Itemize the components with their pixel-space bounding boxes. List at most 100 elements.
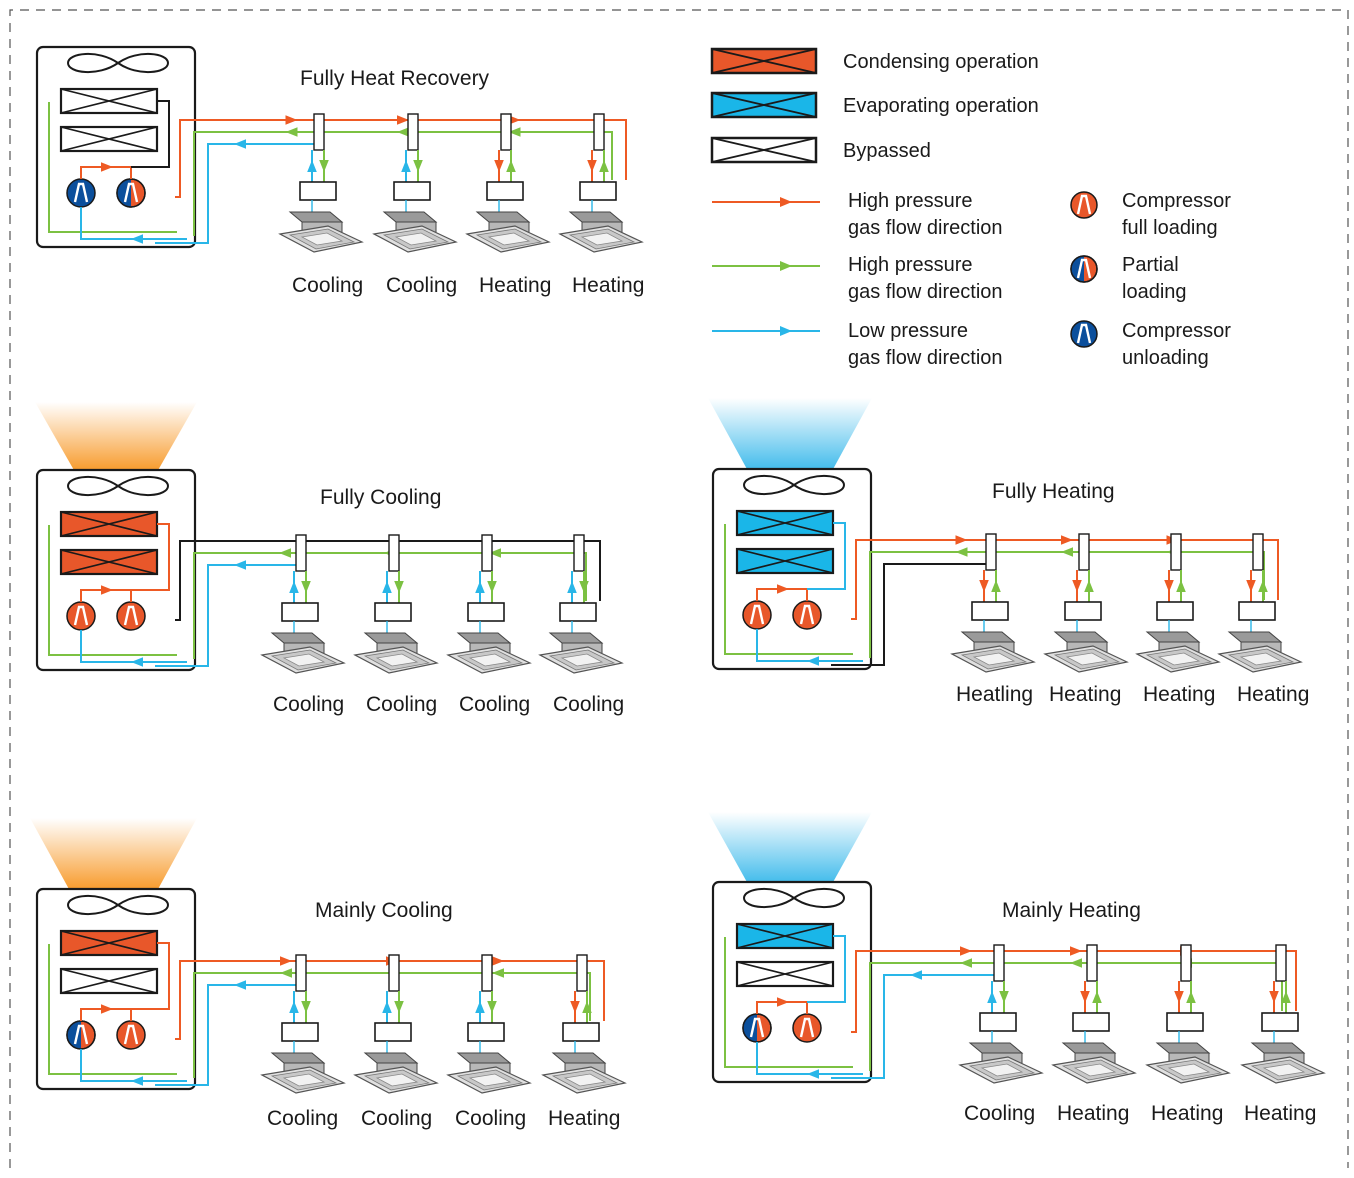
mode-title: Mainly Heating — [1002, 899, 1141, 922]
heat-rejection-glow — [35, 402, 197, 472]
flow-arrow — [394, 581, 404, 593]
unit-label-3: Heating — [1143, 683, 1215, 706]
flow-arrow — [382, 1001, 392, 1013]
indoor-unit-4 — [558, 113, 644, 253]
branch-selector-box — [1180, 944, 1192, 982]
flow-arrow — [777, 997, 789, 1007]
flow-arrow — [475, 581, 485, 593]
unit-label-3: Cooling — [455, 1107, 526, 1130]
flow-arrow — [1070, 958, 1082, 968]
cassette-center — [487, 232, 531, 246]
legend-flow-1-line1: High pressure — [848, 190, 973, 212]
coil-cross — [736, 548, 834, 574]
branch-selector-box — [295, 954, 307, 992]
unit-label-1: Cooling — [273, 693, 344, 716]
flow-arrow — [1061, 547, 1073, 557]
indoor-unit-4 — [538, 534, 624, 674]
high-pressure-gas-pipe — [851, 950, 1297, 1033]
flow-arrow — [394, 1001, 404, 1013]
indoor-control-box — [579, 181, 617, 201]
flow-arrow — [1258, 580, 1268, 592]
indoor-cassette-icon — [558, 211, 644, 253]
unit-label-1: Cooling — [267, 1107, 338, 1130]
flow-arrow — [960, 958, 972, 968]
internal-liquid-line — [48, 944, 177, 1075]
cassette-top — [1053, 631, 1109, 643]
flow-arrow — [307, 160, 317, 172]
indoor-unit-4 — [1240, 944, 1326, 1084]
cassette-center — [375, 1073, 419, 1087]
coil-bypassed — [735, 960, 835, 988]
internal-suction-line — [80, 207, 187, 240]
compressor-off-icon — [1070, 320, 1098, 348]
compressor-full-icon — [116, 1020, 146, 1050]
cassette-center — [468, 653, 512, 667]
indoor-unit-1 — [950, 533, 1036, 673]
compressor-full-icon — [742, 600, 772, 630]
branch-selector-box — [481, 954, 493, 992]
branch-selector-box — [295, 534, 307, 572]
legend-bypassed-label: Bypassed — [843, 140, 931, 162]
legend-compressor-off-line2: unloading — [1122, 347, 1209, 369]
coil-bypassed — [59, 967, 159, 995]
indoor-unit-2 — [1043, 533, 1129, 673]
indoor-cassette-icon — [1135, 631, 1221, 673]
cassette-center — [468, 1073, 512, 1087]
compressor-partial-icon — [66, 1020, 96, 1050]
branch-selector-box — [985, 533, 997, 571]
legend-evaporating: Evaporating operation — [710, 91, 1039, 119]
indoor-cassette-icon — [958, 1042, 1044, 1084]
flow-arrow — [599, 160, 609, 172]
indoor-control-box — [1166, 1012, 1204, 1032]
indoor-cassette-icon — [538, 632, 624, 674]
dashed-frame — [9, 9, 1349, 1168]
cassette-top — [1145, 631, 1201, 643]
internal-suction-line — [756, 1042, 863, 1075]
branch-selector-box — [407, 113, 419, 151]
indoor-cassette-icon — [541, 1052, 627, 1094]
flow-arrow — [1070, 946, 1082, 956]
heat-absorption-glow — [708, 398, 872, 471]
cassette-center — [1073, 1063, 1117, 1077]
coil-cross — [736, 923, 834, 949]
low-pressure-gas-pipe — [155, 143, 318, 244]
indoor-control-box — [1238, 601, 1276, 621]
branch-selector-box — [1252, 533, 1264, 571]
flow-arrow — [131, 234, 143, 244]
fan-icon — [66, 475, 170, 497]
flow-arrow — [955, 547, 968, 557]
internal-suction-line — [756, 629, 863, 662]
coil-condensing — [59, 929, 159, 957]
mode-title: Mainly Cooling — [315, 899, 453, 922]
flow-arrow — [397, 127, 409, 137]
flow-arrow — [1186, 991, 1196, 1003]
indoor-unit-4 — [541, 954, 627, 1094]
flow-arrow — [494, 160, 504, 172]
cassette-top — [551, 1052, 607, 1064]
flow-arrow — [131, 1076, 143, 1086]
flow-arrow — [289, 581, 299, 593]
flow-arrow — [487, 581, 497, 593]
indoor-control-box — [467, 602, 505, 622]
flow-arrow — [910, 970, 922, 980]
compressor-full-icon — [116, 601, 146, 631]
indoor-unit-2 — [372, 113, 458, 253]
indoor-cassette-icon — [1217, 631, 1303, 673]
legend-compressor-off-line1: Compressor — [1122, 320, 1231, 342]
cassette-top — [568, 211, 624, 223]
legend-flow-3-line2: gas flow direction — [848, 347, 1003, 369]
indoor-unit-1 — [260, 534, 346, 674]
unit-label-2: Cooling — [386, 274, 457, 297]
legend-flow-low-gas: Low pressure gas flow direction — [712, 320, 1003, 369]
compressor-wing — [799, 1017, 815, 1038]
internal-suction-line — [80, 1049, 187, 1082]
cassette-center — [972, 652, 1016, 666]
compressor-partial-icon — [116, 178, 146, 208]
cassette-top — [456, 632, 512, 644]
fan-icon — [66, 52, 170, 74]
flow-arrow — [999, 991, 1009, 1003]
flow-arrow — [397, 115, 409, 125]
coil-bypassed — [59, 87, 159, 115]
flow-arrow — [285, 127, 298, 137]
